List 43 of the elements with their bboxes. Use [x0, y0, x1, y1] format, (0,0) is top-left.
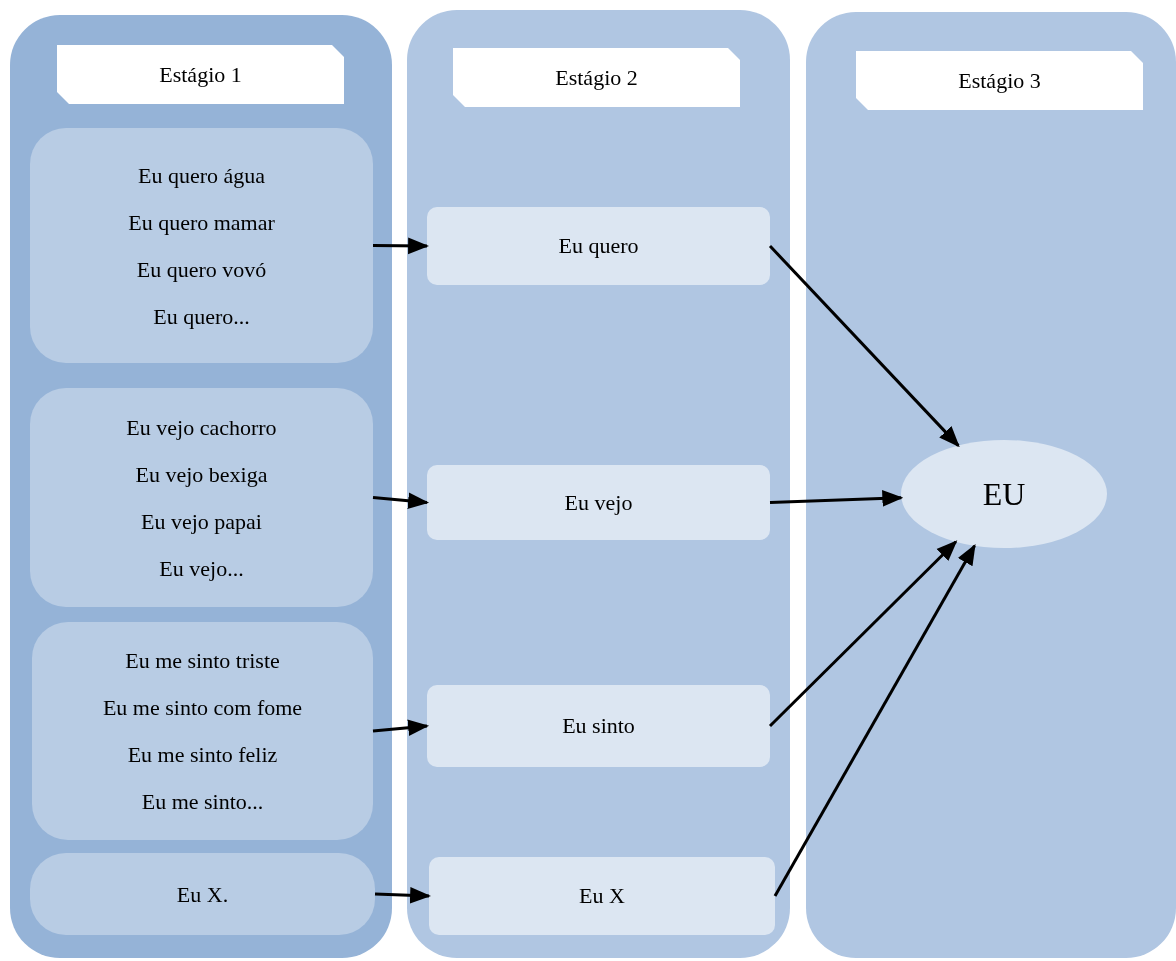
stage-header-tab [856, 51, 1143, 110]
phrase-text: Eu quero [558, 233, 639, 259]
phrase-card [427, 465, 770, 540]
stage-label: Estágio 3 [958, 67, 1041, 94]
phrase-group-card [30, 128, 373, 363]
arrow [372, 492, 430, 510]
stage-column [407, 10, 790, 958]
arrow [768, 540, 958, 728]
phrase-text: Eu quero... [153, 302, 250, 331]
stage-column [806, 12, 1176, 958]
phrase-group-card [30, 388, 373, 607]
phrase-text: Eu vejo bexiga [135, 460, 268, 489]
self-label: EU [982, 475, 1026, 513]
phrase-card [427, 685, 770, 767]
arrow [768, 244, 960, 448]
arrow [374, 886, 432, 904]
phrase-text: Eu vejo cachorro [126, 413, 277, 442]
arrow [773, 543, 976, 897]
arrow [372, 719, 430, 737]
phrase-text: Eu quero vovó [136, 255, 267, 284]
stage-label: Estágio 1 [159, 61, 242, 88]
stage-column [10, 15, 392, 958]
phrase-card [427, 207, 770, 285]
arrow [373, 237, 430, 255]
phrase-text: Eu X. [176, 880, 229, 909]
phrase-text: Eu me sinto... [141, 788, 264, 816]
stage-header-tab [57, 45, 344, 104]
phrase-group-card [30, 853, 375, 935]
phrase-text: Eu X [579, 883, 625, 909]
phrase-text: Eu quero água [137, 161, 266, 190]
arrow [769, 490, 904, 507]
phrase-text: Eu vejo papai [141, 507, 262, 536]
stage-header-tab [453, 48, 740, 107]
phrase-text: Eu me sinto triste [125, 647, 280, 675]
stage-label: Estágio 2 [555, 64, 638, 91]
phrase-text: Eu quero mamar [128, 208, 275, 237]
phrase-group-card [32, 622, 373, 840]
phrase-text: Eu vejo... [159, 554, 244, 583]
phrase-text: Eu me sinto com fome [102, 694, 303, 722]
phrase-text: Eu vejo [564, 489, 633, 516]
phrase-card [429, 857, 775, 935]
phrase-text: Eu sinto [562, 713, 635, 739]
phrase-text: Eu me sinto feliz [127, 741, 278, 769]
